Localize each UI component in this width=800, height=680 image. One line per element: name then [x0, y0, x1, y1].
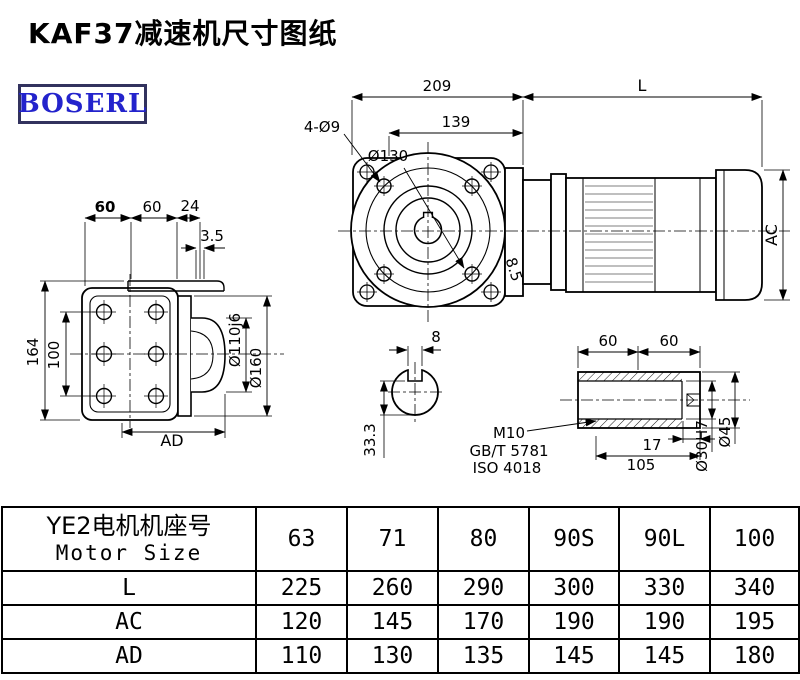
table-row-AD: AD 110 130 135 145 145 180	[1, 638, 800, 674]
brand-logo: BOSERL	[18, 84, 147, 124]
table-cell: 260	[346, 570, 439, 606]
table-cell: 120	[255, 604, 348, 640]
table-cell: 170	[437, 604, 530, 640]
dim-17-label: 17	[642, 436, 661, 454]
dim-164-label: 164	[24, 338, 42, 367]
dim-60d-label: 60	[659, 332, 678, 350]
dim-d45-label: Ø45	[716, 417, 734, 448]
size-column-header: 100	[709, 506, 800, 572]
technical-drawing: 209 L 4-Ø9 139 Ø130 8.5 AC 60 60 24 3.5 …	[24, 76, 790, 477]
dim-8-label: 8	[431, 328, 441, 346]
motor-view	[504, 167, 763, 301]
dim-105-label: 105	[627, 456, 656, 474]
dim-60c-label: 60	[598, 332, 617, 350]
spec-table: YE2电机机座号 Motor Size 63 71 80 90S 90L 100…	[1, 506, 800, 674]
table-cell: 290	[437, 570, 530, 606]
page-title: KAF37减速机尺寸图纸	[28, 17, 338, 50]
dim-AD-label: AD	[160, 431, 183, 450]
motor-size-header-cell: YE2电机机座号 Motor Size	[1, 506, 257, 572]
table-cell: 225	[255, 570, 348, 606]
size-column-header: 80	[437, 506, 530, 572]
row-label: L	[1, 570, 257, 606]
dim-d110j6-label: Ø110j6	[226, 313, 244, 367]
dim-d160-label: Ø160	[247, 348, 265, 388]
motor-fins	[585, 185, 653, 283]
size-column-header: 71	[346, 506, 439, 572]
note-gbt5781-label: GB/T 5781	[469, 442, 548, 460]
dim-24-label: 24	[180, 197, 199, 215]
table-cell: 180	[709, 638, 800, 674]
dim-4xd9-label: 4-Ø9	[304, 118, 340, 136]
table-row-L: L 225 260 290 300 330 340	[1, 570, 800, 606]
dim-33p3-label: 33.3	[361, 423, 379, 456]
dim-60a-label: 60	[95, 198, 116, 216]
side-view	[81, 280, 226, 421]
table-cell: 190	[528, 604, 620, 640]
size-column-header: 90S	[528, 506, 620, 572]
row-label: AC	[1, 604, 257, 640]
note-iso4018-label: ISO 4018	[473, 459, 542, 477]
dim-d130-label: Ø130	[368, 147, 408, 165]
table-cell: 190	[618, 604, 711, 640]
table-row-AC: AC 120 145 170 190 190 195	[1, 604, 800, 640]
table-cell: 135	[437, 638, 530, 674]
centerlines	[70, 142, 790, 428]
table-header-row: YE2电机机座号 Motor Size 63 71 80 90S 90L 100	[1, 506, 800, 572]
table-cell: 145	[618, 638, 711, 674]
dimension-lines	[40, 93, 790, 460]
brand-logo-text: BOSERL	[17, 89, 148, 119]
table-cell: 145	[346, 604, 439, 640]
table-cell: 195	[709, 604, 800, 640]
dim-60b-label: 60	[142, 198, 161, 216]
table-cell: 130	[346, 638, 439, 674]
size-column-header: 63	[255, 506, 348, 572]
dim-d30h7-label: Ø30H7	[693, 420, 711, 472]
row-label: AD	[1, 638, 257, 674]
table-cell: 145	[528, 638, 620, 674]
motor-size-label-cn: YE2电机机座号	[46, 512, 212, 540]
motor-size-label-en: Motor Size	[55, 540, 203, 565]
dim-139-label: 139	[442, 113, 471, 131]
table-cell: 340	[709, 570, 800, 606]
size-column-header: 90L	[618, 506, 711, 572]
dim-3p5-label: 3.5	[200, 227, 224, 245]
dim-L-label: L	[638, 76, 647, 95]
table-cell: 330	[618, 570, 711, 606]
dim-100-label: 100	[45, 341, 63, 370]
dim-AC-label: AC	[762, 224, 781, 246]
note-m10-label: M10	[493, 424, 525, 442]
dimension-labels: 209 L 4-Ø9 139 Ø130 8.5 AC 60 60 24 3.5 …	[24, 76, 781, 477]
table-cell: 110	[255, 638, 348, 674]
table-cell: 300	[528, 570, 620, 606]
dim-209-label: 209	[423, 77, 452, 95]
